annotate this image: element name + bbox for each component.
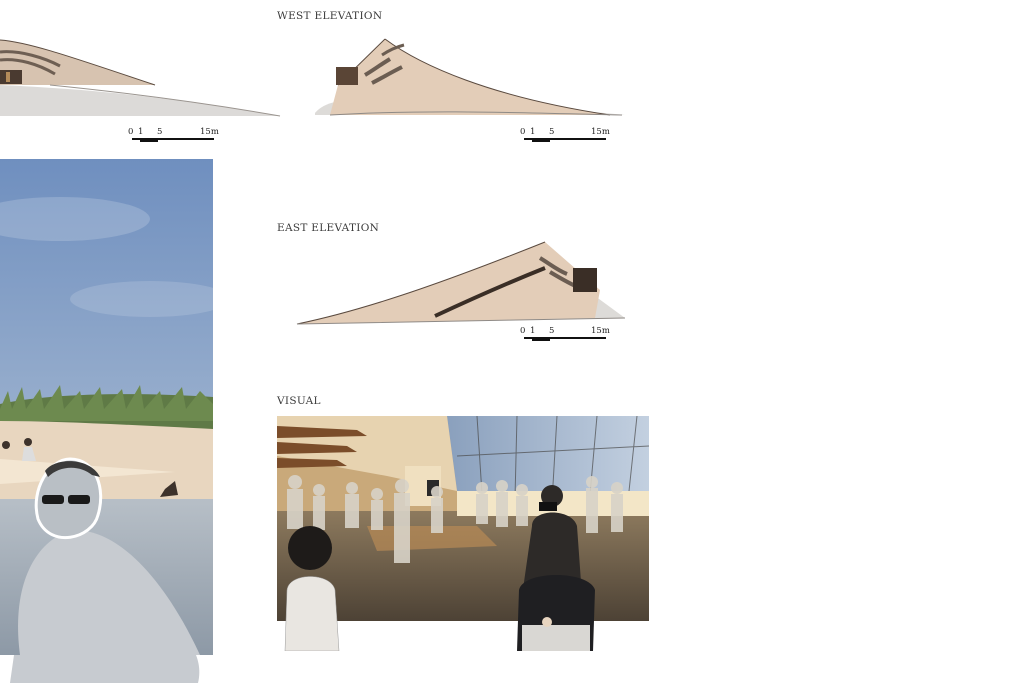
scale-tick-15m: 15m [591,326,610,336]
foreground-people [284,526,595,651]
person-bust-overlay [10,655,200,683]
scale-tick-1: 1 [530,127,536,137]
visual-title: VISUAL [277,395,321,407]
scale-bar-2: 0 1 5 15m [520,127,620,145]
scale-tick-5: 5 [157,127,163,137]
scale-bar-graphic [524,337,606,341]
west-elevation-title: WEST ELEVATION [277,10,383,22]
scale-tick-1: 1 [138,127,144,137]
scale-bar-graphic [132,138,214,142]
scale-tick-0: 0 [520,127,526,137]
scale-tick-15m: 15m [200,127,219,137]
west-elevation-drawing [315,38,625,116]
scale-tick-5: 5 [549,326,555,336]
scale-bar-graphic [524,138,606,142]
scale-tick-15m: 15m [591,127,610,137]
scale-tick-0: 0 [520,326,526,336]
east-elevation-drawing [296,241,626,325]
beach-render [0,159,213,655]
north-elevation-drawing [0,39,281,117]
scale-bar-1: 0 1 5 15m [128,127,228,145]
interior-render [277,416,649,621]
scale-tick-0: 0 [128,127,134,137]
scale-bar-3: 0 1 5 15m [520,326,620,344]
scale-tick-1: 1 [530,326,536,336]
scale-tick-5: 5 [549,127,555,137]
east-elevation-title: EAST ELEVATION [277,222,380,234]
